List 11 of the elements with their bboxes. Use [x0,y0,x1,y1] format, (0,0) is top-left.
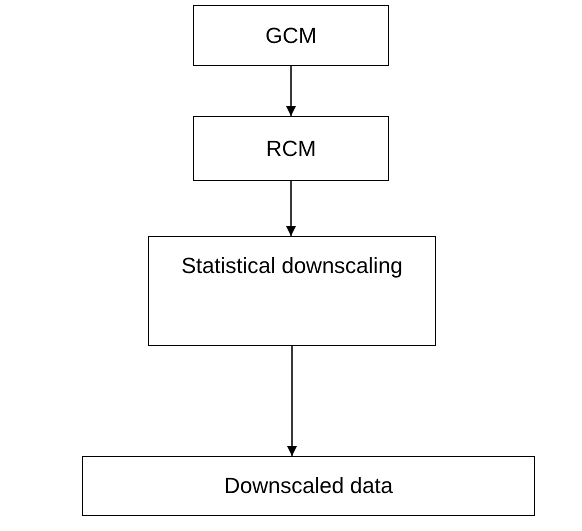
box-label: RCM [266,136,316,162]
process-box [193,5,389,66]
process-box [82,456,535,516]
arrow [286,66,296,116]
box-label: GCM [265,22,317,48]
process-box [193,116,389,181]
process-box [148,236,436,346]
arrow [286,181,296,236]
box-label: Statistical downscaling [181,253,403,278]
box-label: Downscaled data [224,473,393,499]
arrow [287,346,297,456]
